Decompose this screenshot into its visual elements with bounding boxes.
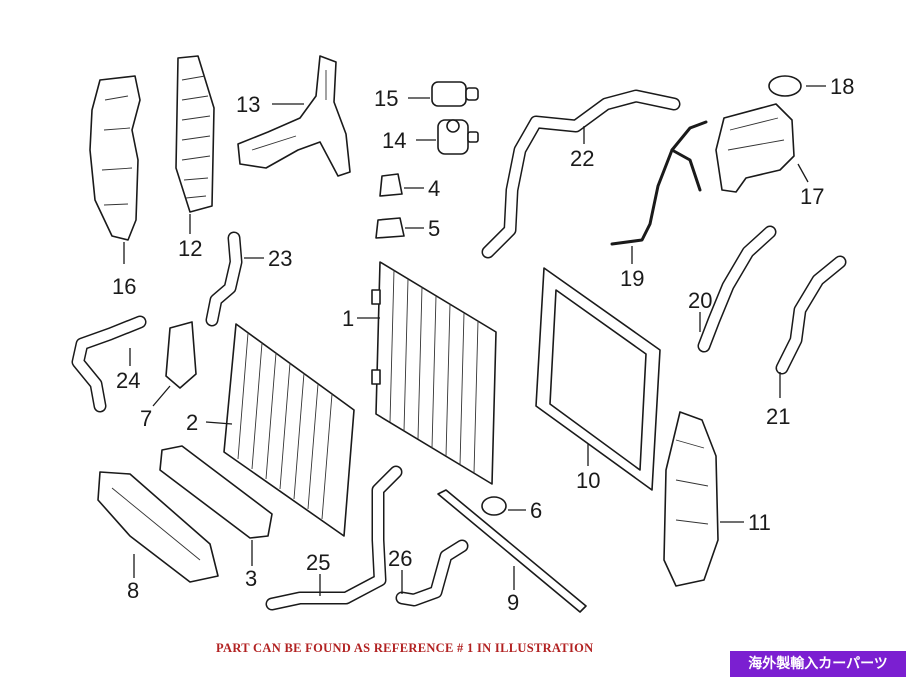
part-8-lower-duct <box>97 471 219 583</box>
callout-22: 22 <box>570 146 594 171</box>
part-18-cap <box>768 75 802 97</box>
part-10-frame <box>535 267 661 491</box>
callout-3: 3 <box>245 566 257 591</box>
leader-lines <box>123 85 826 596</box>
part-23-hose <box>205 231 243 327</box>
part-7-bracket <box>165 321 197 389</box>
part-11-air-guide <box>663 411 719 587</box>
callout-17: 17 <box>800 184 824 209</box>
callout-19: 19 <box>620 266 644 291</box>
part-16-air-duct <box>89 75 141 241</box>
part-6-cap <box>481 496 507 516</box>
callout-11: 11 <box>748 510 771 535</box>
part-12-aux-radiator <box>175 55 215 213</box>
callout-1: 1 <box>342 306 354 331</box>
callout-labels: 1 2 3 4 5 6 7 8 9 10 11 12 13 14 15 16 1… <box>112 74 854 615</box>
callout-5: 5 <box>428 216 440 241</box>
part-3-tray <box>159 445 273 539</box>
part-13-bracket <box>237 55 351 177</box>
part-20-hose <box>697 225 777 353</box>
part-15-sensor <box>431 81 479 107</box>
part-5-cap <box>375 217 405 239</box>
part-2-condenser <box>223 323 355 537</box>
callout-6: 6 <box>530 498 542 523</box>
callout-12: 12 <box>178 236 202 261</box>
part-25-hose <box>265 465 403 611</box>
callout-4: 4 <box>428 176 440 201</box>
part-1-radiator <box>371 261 497 485</box>
reference-caption: PART CAN BE FOUND AS REFERENCE # 1 IN IL… <box>216 641 594 655</box>
callout-24: 24 <box>116 368 140 393</box>
part-9-strip <box>437 489 587 613</box>
part-19-wire-harness <box>610 120 708 246</box>
part-22-hose <box>481 89 681 259</box>
callout-9: 9 <box>507 590 519 615</box>
part-21-hose <box>775 255 847 375</box>
callout-18: 18 <box>830 74 854 99</box>
callout-26: 26 <box>388 546 412 571</box>
part-24-hose <box>71 315 147 413</box>
callout-25: 25 <box>306 550 330 575</box>
callout-14: 14 <box>382 128 406 153</box>
callout-21: 21 <box>766 404 790 429</box>
part-4-cap <box>379 173 403 197</box>
callout-16: 16 <box>112 274 136 299</box>
callout-23: 23 <box>268 246 292 271</box>
callout-2: 2 <box>186 410 198 435</box>
callout-7: 7 <box>140 406 152 431</box>
callout-15: 15 <box>374 86 398 111</box>
part-14-pump <box>437 119 479 155</box>
callout-8: 8 <box>127 578 139 603</box>
callout-20: 20 <box>688 288 712 313</box>
import-parts-badge: 海外製輸入カーパーツ <box>730 651 906 677</box>
part-17-expansion-tank <box>715 103 795 193</box>
part-26-hose <box>395 539 469 607</box>
callout-13: 13 <box>236 92 260 117</box>
callout-10: 10 <box>576 468 600 493</box>
